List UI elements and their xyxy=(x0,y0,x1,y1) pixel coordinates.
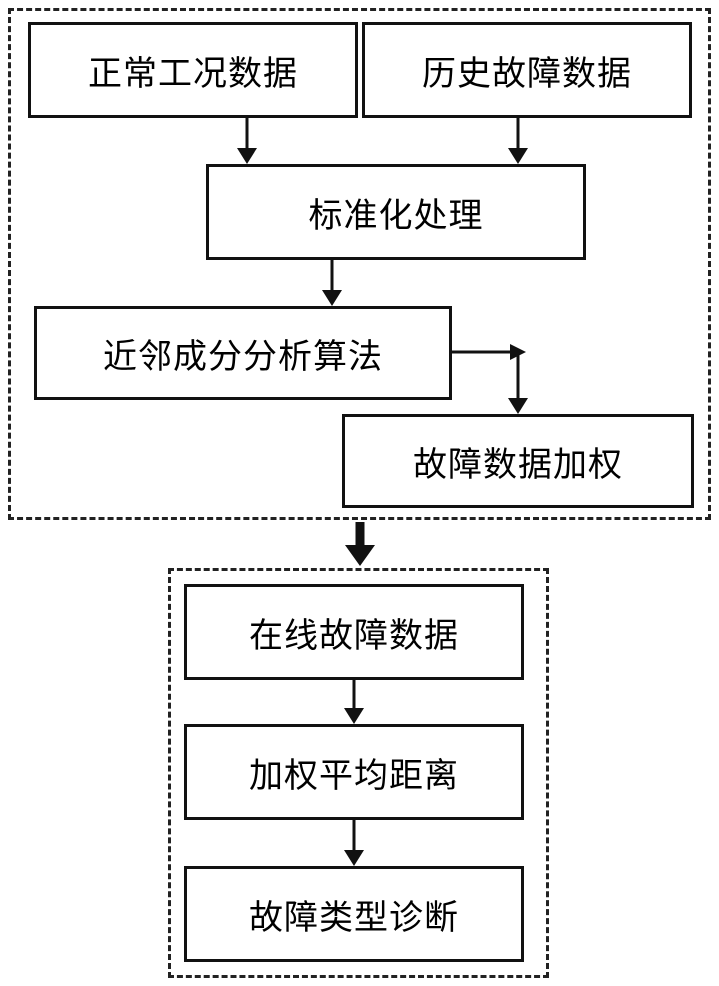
nca-algorithm-node: 近邻成分分析算法 xyxy=(34,306,452,400)
normal-condition-data-node: 正常工况数据 xyxy=(28,22,358,118)
nca-algorithm-label: 近邻成分分析算法 xyxy=(103,329,383,378)
fault-type-diagnosis-node: 故障类型诊断 xyxy=(184,866,524,962)
fault-data-weighting-node: 故障数据加权 xyxy=(342,414,694,508)
online-fault-data-label: 在线故障数据 xyxy=(249,608,459,657)
online-fault-data-node: 在线故障数据 xyxy=(184,584,524,680)
weighted-average-distance-label: 加权平均距离 xyxy=(249,748,459,797)
historical-fault-data-node: 历史故障数据 xyxy=(362,22,692,118)
weighted-average-distance-node: 加权平均距离 xyxy=(184,724,524,820)
fault-data-weighting-label: 故障数据加权 xyxy=(413,437,623,486)
normal-condition-data-label: 正常工况数据 xyxy=(88,46,298,95)
standardization-label: 标准化处理 xyxy=(309,188,484,237)
historical-fault-data-label: 历史故障数据 xyxy=(422,46,632,95)
fault-type-diagnosis-label: 故障类型诊断 xyxy=(249,890,459,939)
standardization-node: 标准化处理 xyxy=(206,164,586,260)
arrowhead-training-to-diagnosis xyxy=(345,545,375,566)
